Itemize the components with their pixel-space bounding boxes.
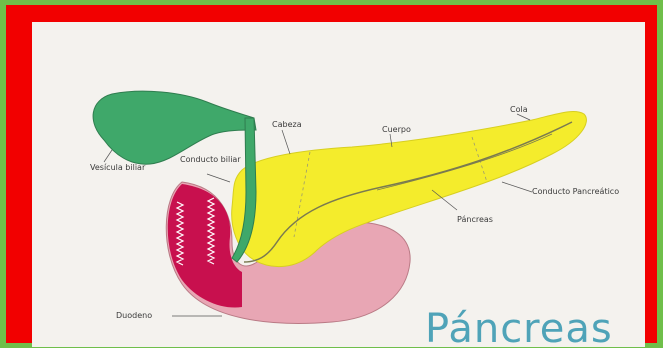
- label-cabeza: Cabeza: [272, 120, 302, 129]
- label-vesicula: Vesícula biliar: [90, 163, 146, 172]
- diagram-paper: Vesícula biliar Conducto biliar Cabeza C…: [32, 22, 645, 347]
- gallbladder: [93, 91, 256, 164]
- label-conducto-biliar: Conducto biliar: [180, 155, 241, 164]
- pancreas-diagram: Vesícula biliar Conducto biliar Cabeza C…: [32, 22, 645, 347]
- label-cola: Cola: [510, 105, 528, 114]
- diagram-title: Páncreas: [425, 306, 613, 347]
- red-frame: Vesícula biliar Conducto biliar Cabeza C…: [6, 5, 657, 343]
- label-duodeno: Duodeno: [116, 311, 152, 320]
- label-cuerpo: Cuerpo: [382, 125, 411, 134]
- label-conducto-pancreatico: Conducto Pancreático: [532, 187, 619, 196]
- label-pancreas: Páncreas: [457, 215, 493, 224]
